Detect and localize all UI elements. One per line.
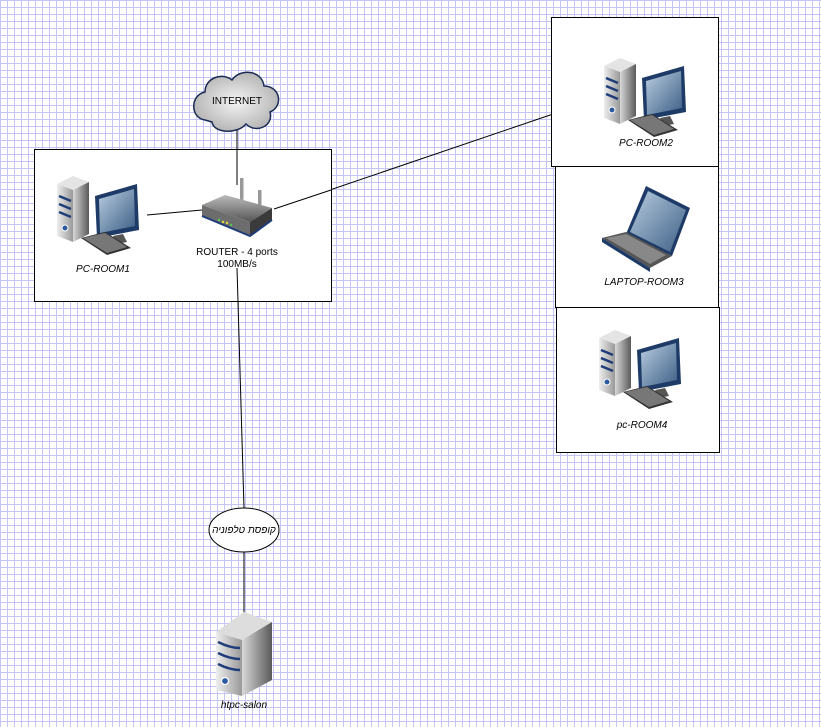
edge-router-down-inner [236, 267, 239, 303]
server-icon [216, 612, 272, 696]
node-laptop-room3[interactable]: LAPTOP-ROOM3 [602, 186, 690, 288]
router-label-line1: ROUTER - 4 ports [196, 247, 278, 258]
pc-room2-label: PC-ROOM2 [619, 138, 673, 149]
pc-room4-label: pc-ROOM4 [616, 420, 668, 431]
laptop-room3-label: LAPTOP-ROOM3 [604, 277, 684, 288]
laptop-icon [602, 186, 690, 272]
pc-room1-label: PC-ROOM1 [76, 264, 130, 275]
router-label-line2: 100MB/s [217, 259, 256, 270]
edge-pc1-router-inner [146, 209, 203, 216]
room4-container[interactable] [556, 307, 720, 453]
node-pc-room2[interactable]: PC-ROOM2 [602, 56, 688, 149]
phone-box[interactable]: קופסת טלפוניה [208, 507, 280, 553]
internet-label: INTERNET [212, 96, 262, 107]
node-htpc-salon[interactable]: htpc-salon [216, 612, 272, 711]
phone-box-label: קופסת טלפוניה [212, 524, 276, 536]
htpc-salon-label: htpc-salon [221, 700, 268, 711]
router-icon [201, 178, 273, 238]
edge-router-pc2-inner [273, 189, 332, 210]
edge-router-phonebox [236, 267, 245, 509]
router[interactable]: ROUTER - 4 ports 100MB/s [196, 178, 278, 270]
node-pc-room1[interactable]: PC-ROOM1 [55, 174, 141, 275]
node-pc-room4[interactable]: pc-ROOM4 [597, 328, 683, 431]
internet-cloud[interactable]: INTERNET [193, 71, 280, 132]
